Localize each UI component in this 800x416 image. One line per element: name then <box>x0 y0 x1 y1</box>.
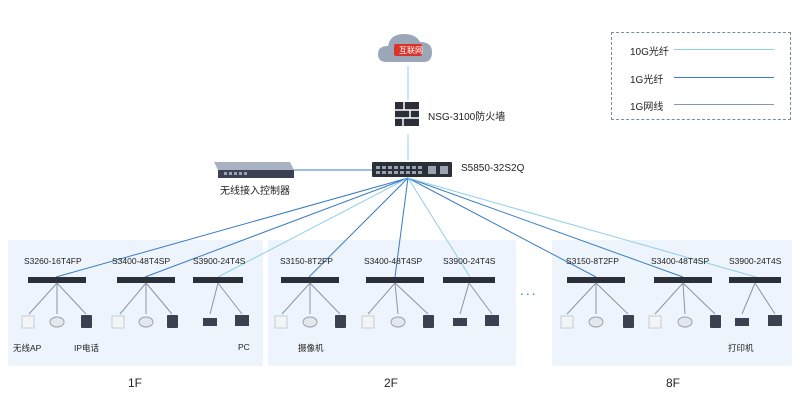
wireless-ap-icon <box>21 315 35 329</box>
floor-label: 8F <box>666 376 681 390</box>
device-label: IP电话 <box>74 343 100 353</box>
floor-label: 1F <box>128 376 143 390</box>
downlink-lines <box>28 282 776 315</box>
pc-icon <box>768 315 782 326</box>
ip-phone-icon <box>335 315 346 328</box>
pc-icon <box>485 315 499 326</box>
core-switch-icon <box>372 162 452 177</box>
wireless-controller-label: 无线接入控制器 <box>220 186 290 197</box>
uplink-lines <box>55 177 757 278</box>
switch-label: S3150-8T2FP <box>566 256 619 266</box>
floor-panel-8f <box>552 240 792 366</box>
switch-label: S3900-24T4S <box>193 256 246 266</box>
wireless-ap-icon <box>361 315 375 329</box>
device-label: PC <box>238 342 250 352</box>
pc-icon <box>235 315 249 326</box>
device-label: 打印机 <box>728 343 754 353</box>
switch-label: S3900-24T4S <box>729 256 782 266</box>
device-label: 摄像机 <box>298 343 324 353</box>
printer-icon <box>453 318 467 326</box>
camera-icon <box>49 316 65 328</box>
internet-label: 互联网 <box>399 46 423 55</box>
access-switches <box>28 277 781 283</box>
switch-label: S3150-8T2FP <box>280 256 333 266</box>
wireless-ap-icon <box>560 315 574 329</box>
legend-line-1g-fiber <box>674 77 774 78</box>
wireless-ap-icon <box>111 315 125 329</box>
floor-label: 2F <box>384 376 399 390</box>
printer-icon <box>735 318 749 326</box>
floor-panel-2f <box>268 240 516 366</box>
camera-icon <box>138 316 154 328</box>
core-switch-label: S5850-32S2Q <box>461 163 525 174</box>
wireless-ap-icon <box>648 315 662 329</box>
camera-icon <box>390 316 406 328</box>
ip-phone-icon <box>710 315 721 328</box>
wireless-controller-icon <box>214 162 294 178</box>
wireless-ap-icon <box>274 315 288 329</box>
floor-panel-1f <box>8 240 263 366</box>
ip-phone-icon <box>423 315 434 328</box>
printer-icon <box>203 318 217 326</box>
switch-label: S3400-48T4SP <box>651 256 710 266</box>
ip-phone-icon <box>623 315 634 328</box>
ip-phone-icon <box>167 315 178 328</box>
legend-label-1g-fiber: 1G光纤 <box>630 75 664 86</box>
switch-label: S3400-48T4SP <box>364 256 423 266</box>
camera-icon <box>302 316 318 328</box>
ellipsis: ... <box>520 282 538 298</box>
ip-phone-icon <box>81 315 92 328</box>
firewall-label: NSG-3100防火墙 <box>428 112 506 123</box>
cloud-icon <box>378 34 432 62</box>
legend-label-10g: 10G光纤 <box>630 47 669 58</box>
switch-label: S3260-16T4FP <box>24 256 82 266</box>
device-label: 无线AP <box>13 343 42 353</box>
camera-icon <box>588 316 604 328</box>
camera-icon <box>677 316 693 328</box>
legend-label-1g-copper: 1G网线 <box>630 102 664 113</box>
firewall-icon <box>395 102 419 126</box>
switch-label: S3900-24T4S <box>443 256 496 266</box>
legend: 10G光纤 1G光纤 1G网线 <box>611 32 791 120</box>
switch-label: S3400-48T4SP <box>112 256 171 266</box>
legend-line-10g <box>674 49 774 50</box>
legend-line-1g-copper <box>674 104 774 105</box>
